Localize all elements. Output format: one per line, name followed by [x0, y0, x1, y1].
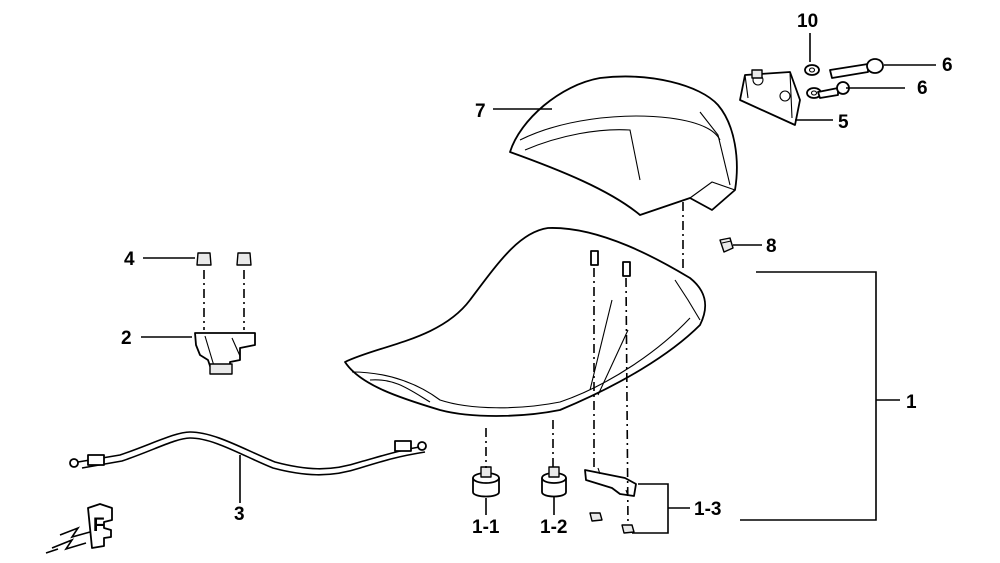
seat-lock-part — [194, 252, 256, 375]
nut-part — [589, 512, 635, 534]
callout-1-2: 1-2 — [540, 517, 567, 538]
bolt-part — [817, 58, 884, 99]
leader-lines — [141, 33, 936, 534]
direction-marker-letter: F — [93, 515, 105, 536]
clip-part — [719, 237, 734, 253]
callout-5: 5 — [838, 112, 849, 133]
callout-8: 8 — [766, 236, 777, 257]
assembly-lines — [203, 202, 684, 526]
callout-1-3: 1-3 — [694, 499, 721, 520]
rear-seat-part — [509, 75, 738, 216]
callout-4: 4 — [124, 249, 135, 270]
stud-part — [590, 250, 631, 277]
seat-bracket-part — [739, 69, 801, 126]
callout-2: 2 — [121, 328, 132, 349]
callout-1: 1 — [906, 392, 917, 413]
seat-cable-part — [69, 431, 427, 476]
callout-10: 10 — [797, 11, 818, 32]
damper-part — [472, 466, 567, 498]
front-direction-marker: F — [45, 503, 113, 554]
callout-7: 7 — [475, 101, 486, 122]
main-seat-part — [344, 227, 707, 417]
callout-6-upper: 6 — [942, 55, 953, 76]
callout-6-lower: 6 — [917, 78, 928, 99]
washer-part — [804, 64, 822, 99]
callout-3: 3 — [234, 504, 245, 525]
callout-1-1: 1-1 — [472, 517, 500, 538]
